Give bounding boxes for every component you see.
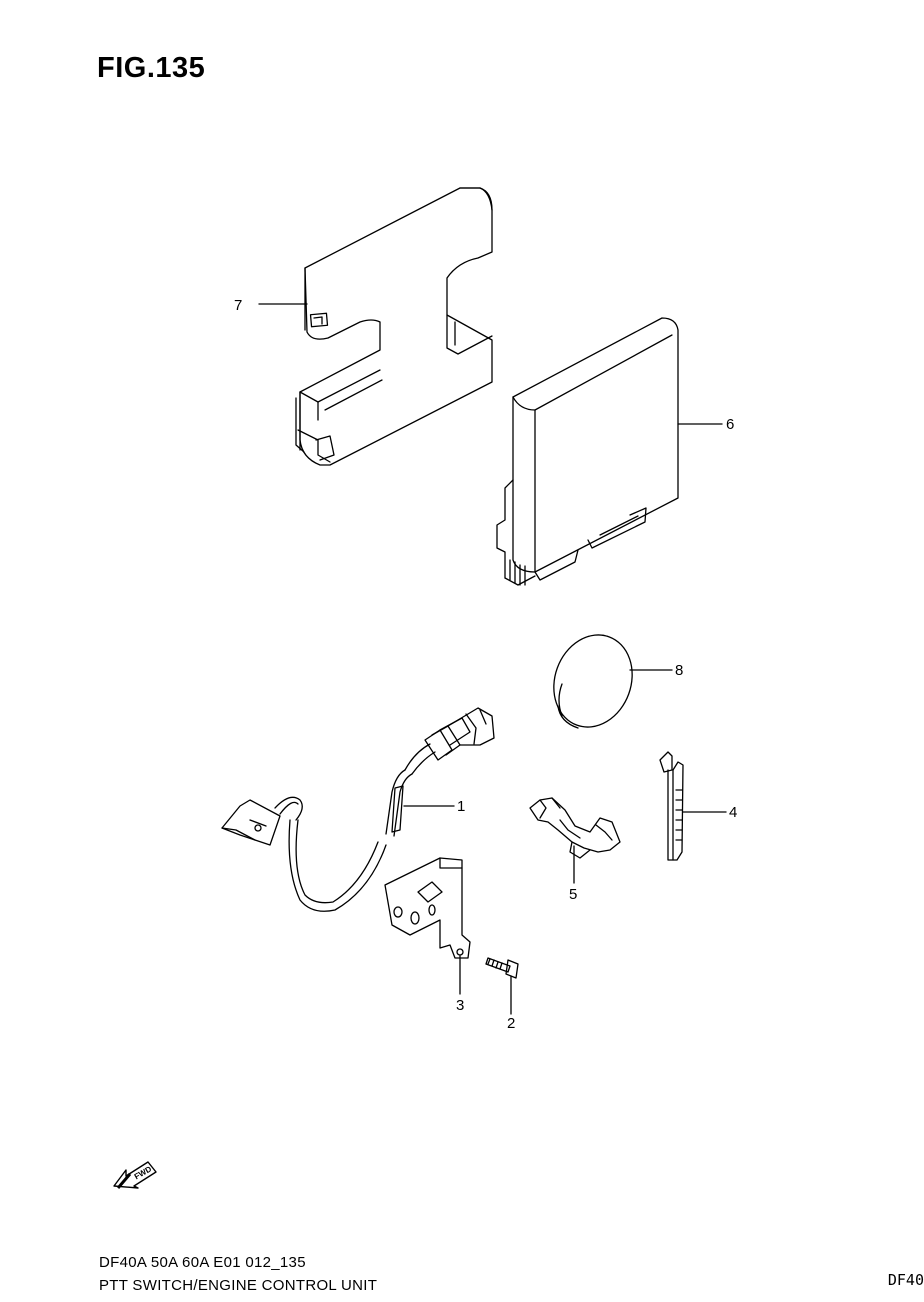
- figure-title: FIG.135: [97, 52, 206, 84]
- part-5-clamp: [529, 797, 621, 859]
- callout-6: 6: [726, 416, 735, 433]
- callout-1: 1: [457, 798, 466, 815]
- part-7-ecu-cover: [295, 187, 493, 466]
- callout-5: 5: [569, 886, 578, 903]
- callout-7: 7: [234, 297, 243, 314]
- callout-3: 3: [456, 997, 465, 1014]
- footer-title-line: PTT SWITCH/ENGINE CONTROL UNIT: [99, 1277, 378, 1294]
- leader-lines: [258, 303, 727, 1015]
- footer-corner-code: DF40: [887, 1271, 924, 1289]
- part-1-ptt-switch-harness: [221, 707, 495, 912]
- part-4-cable-tie: [659, 751, 684, 861]
- callout-2: 2: [507, 1015, 516, 1032]
- callout-8: 8: [675, 662, 684, 679]
- footer-model-line: DF40A 50A 60A E01 012_135: [99, 1254, 306, 1271]
- part-2-screw: [485, 957, 519, 979]
- part-6-ecu: [496, 317, 679, 586]
- part-8-seal: [553, 634, 633, 729]
- forward-arrow-icon: FWD: [113, 1161, 157, 1189]
- callout-4: 4: [729, 804, 738, 821]
- part-3-bracket: [384, 857, 471, 959]
